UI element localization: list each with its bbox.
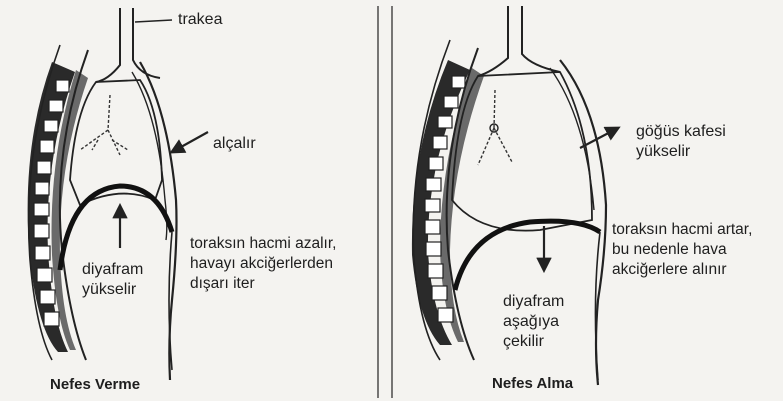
left-bronchi: [80, 95, 128, 155]
left-volume-line-2: havayı akciğerlerden: [190, 254, 336, 274]
right-caption: Nefes Alma: [492, 374, 573, 394]
left-caption: Nefes Verme: [50, 375, 140, 395]
right-diaphragm-line-2: aşağıya: [503, 312, 564, 332]
left-thorax: [28, 8, 208, 380]
trachea-label: trakea: [178, 10, 222, 30]
right-ribcage-line-1: göğüs kafesi: [636, 122, 726, 142]
right-diaphragm-label: diyafram aşağıya çekilir: [503, 292, 564, 352]
right-volume-label: toraksın hacmi artar, bu nedenle hava ak…: [612, 220, 752, 280]
right-chest-wall-inner: [550, 68, 594, 210]
right-ribcage-label: göğüs kafesi yükselir: [636, 122, 726, 162]
left-diaphragm-line-1: diyafram: [82, 260, 143, 280]
left-volume-line-3: dışarı iter: [190, 274, 336, 294]
right-bronchi: [478, 90, 512, 165]
right-diaphragm-line-3: çekilir: [503, 332, 564, 352]
right-ribcage-line-2: yükselir: [636, 142, 726, 162]
right-volume-line-2: bu nedenle hava: [612, 240, 752, 260]
left-trachea: [96, 8, 160, 82]
left-volume-line-1: toraksın hacmi azalır,: [190, 234, 336, 254]
left-ribcage-arrow: [172, 132, 208, 152]
right-ribcage-arrow: [580, 128, 618, 148]
right-volume-line-3: akciğerlere alınır: [612, 260, 752, 280]
left-trachea-leader: [135, 20, 172, 22]
right-volume-line-1: toraksın hacmi artar,: [612, 220, 752, 240]
left-volume-label: toraksın hacmi azalır, havayı akciğerler…: [190, 234, 336, 294]
right-trachea: [478, 6, 560, 76]
left-ribcage-label: alçalır: [213, 134, 256, 154]
left-diaphragm-line-2: yükselir: [82, 280, 143, 300]
right-diaphragm-line-1: diyafram: [503, 292, 564, 312]
left-diaphragm-label: diyafram yükselir: [82, 260, 143, 300]
left-chest-wall: [140, 62, 177, 380]
